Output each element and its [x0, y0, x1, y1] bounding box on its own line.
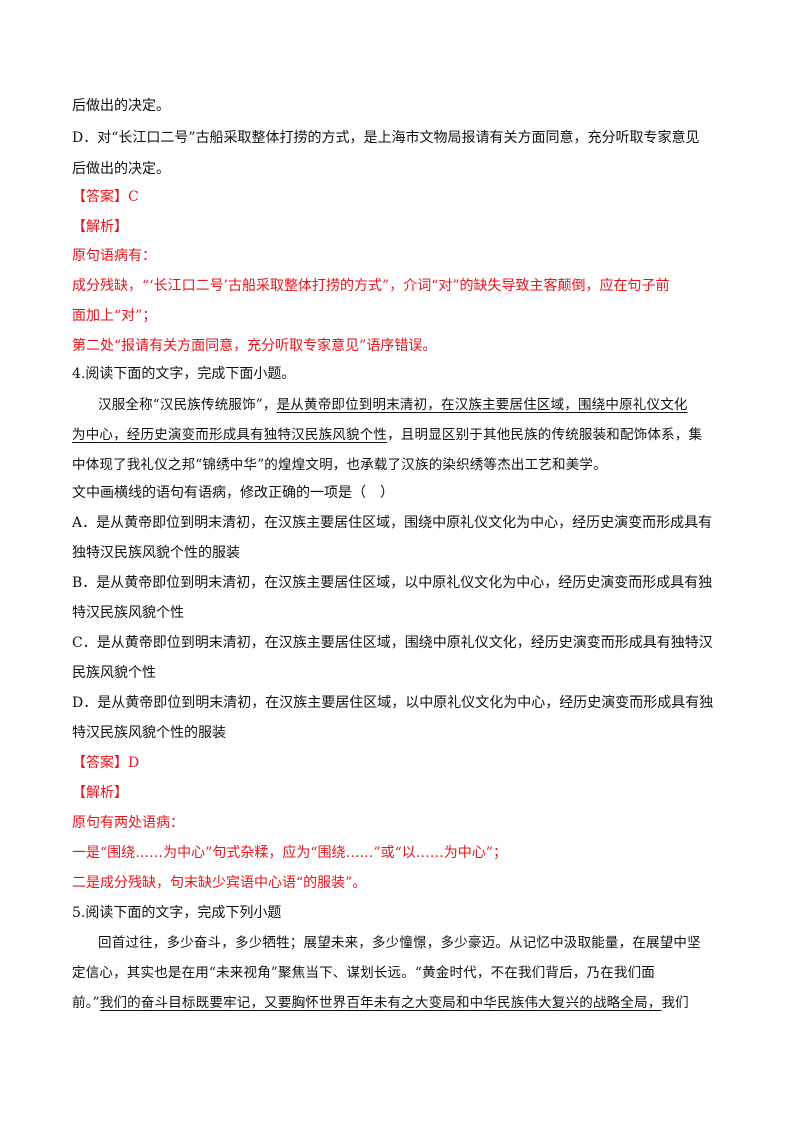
passage-5-line-3: 前。”我们的奋斗目标既要牢记，又要胸怀世界百年未有之大变局和中华民族伟大复兴的战…: [72, 992, 732, 1014]
option-b-line-1: B．是从黄帝即位到明末清初，在汉族主要居住区域，以中原礼仪文化为中心，经历史演变…: [72, 575, 713, 591]
option-d4-line-2: 特汉民族风貌个性的服装: [72, 725, 226, 741]
analysis-intro-q3: 原句语病有：: [72, 248, 156, 264]
question-4-prompt: 4.阅读下面的文字，完成下面小题。: [72, 366, 296, 382]
option-a-line-1: A．是从黄帝即位到明末清初，在汉族主要居住区域，围绕中原礼仪文化为中心，经历史演…: [72, 515, 713, 531]
passage-4-line-2: 为中心，经历史演变而形成具有独特汉民族风貌个性，且明显区别于其他民族的传统服装和…: [72, 424, 732, 446]
option-b-line-2: 特汉民族风貌个性: [72, 605, 184, 621]
underlined-text: 是从黄帝即位到明末清初，在汉族主要居住区域，围绕中原礼仪文化: [276, 397, 688, 413]
option-d-line-2: 后做出的决定。: [72, 161, 170, 177]
passage-5-line-1: 回首过往，多少奋斗，多少牺牲；展望未来，多少憧憬，多少豪迈。从记忆中汲取能量，在…: [98, 935, 701, 951]
option-c-line-2: 民族风貌个性: [72, 665, 156, 681]
passage-text: 前。”: [72, 995, 100, 1011]
option-a-line-2: 独特汉民族风貌个性的服装: [72, 545, 240, 561]
analysis-point-1-line-2: 面加上“对”；: [72, 308, 157, 324]
analysis-intro-q4: 原句有两处语病：: [72, 815, 184, 831]
passage-4-line-1: 汉服全称“汉民族传统服饰”，是从黄帝即位到明末清初，在汉族主要居住区域，围绕中原…: [98, 394, 732, 416]
analysis-point-2: 第二处“报请有关方面同意，充分听取专家意见”语序错误。: [72, 338, 437, 354]
question-5-prompt: 5.阅读下面的文字，完成下列小题: [72, 905, 282, 921]
answer-label-q3: 【答案】C: [72, 189, 139, 205]
analysis-label-q4: 【解析】: [72, 785, 128, 801]
underlined-text: 我们的奋斗目标既要牢记，又要胸怀世界百年未有之大变局和中华民族伟大复兴的战略全局…: [99, 995, 662, 1011]
analysis-label-q3: 【解析】: [72, 219, 128, 235]
passage-4-line-3: 中体现了我礼仪之邦“锦绣中华”的煌煌文明，也承载了汉族的染织绣等杰出工艺和美学。: [72, 457, 607, 473]
answer-label-q4: 【答案】D: [72, 755, 140, 771]
passage-text: 我们: [661, 995, 689, 1011]
option-c-continuation: 后做出的决定。: [72, 98, 170, 114]
passage-text: 汉服全称“汉民族传统服饰”，: [98, 397, 277, 413]
underlined-text: 为中心，经历史演变而形成具有独特汉民族风貌个性: [72, 427, 388, 443]
passage-5-line-2: 定信心，其实也是在用“未来视角”聚焦当下、谋划长远。“黄金时代，不在我们背后，乃…: [72, 965, 656, 981]
analysis-point-2-q4: 二是成分残缺，句末缺少宾语中心语“的服装”。: [72, 875, 367, 891]
question-4-stem: 文中画横线的语句有语病，修改正确的一项是（ ）: [72, 485, 394, 501]
analysis-point-1-q4: 一是“围绕……为中心”句式杂糅，应为“围绕……”或“以……为中心”；: [72, 845, 507, 861]
option-d4-line-1: D．是从黄帝即位到明末清初，在汉族主要居住区域，以中原礼仪文化为中心，经历史演变…: [72, 695, 714, 711]
option-d-line-1: D．对“长江口二号”古船采取整体打捞的方式，是上海市文物局报请有关方面同意，充分…: [72, 130, 700, 146]
option-c-line-1: C．是从黄帝即位到明末清初，在汉族主要居住区域，围绕中原礼仪文化，经历史演变而形…: [72, 635, 713, 651]
passage-text: ，且明显区别于其他民族的传统服装和配饰体系，集: [387, 427, 703, 443]
analysis-point-1-line-1: 成分残缺，“‘长江口二号’古船采取整体打捞的方式”，介词“对”的缺失导致主客颠倒…: [72, 278, 670, 294]
